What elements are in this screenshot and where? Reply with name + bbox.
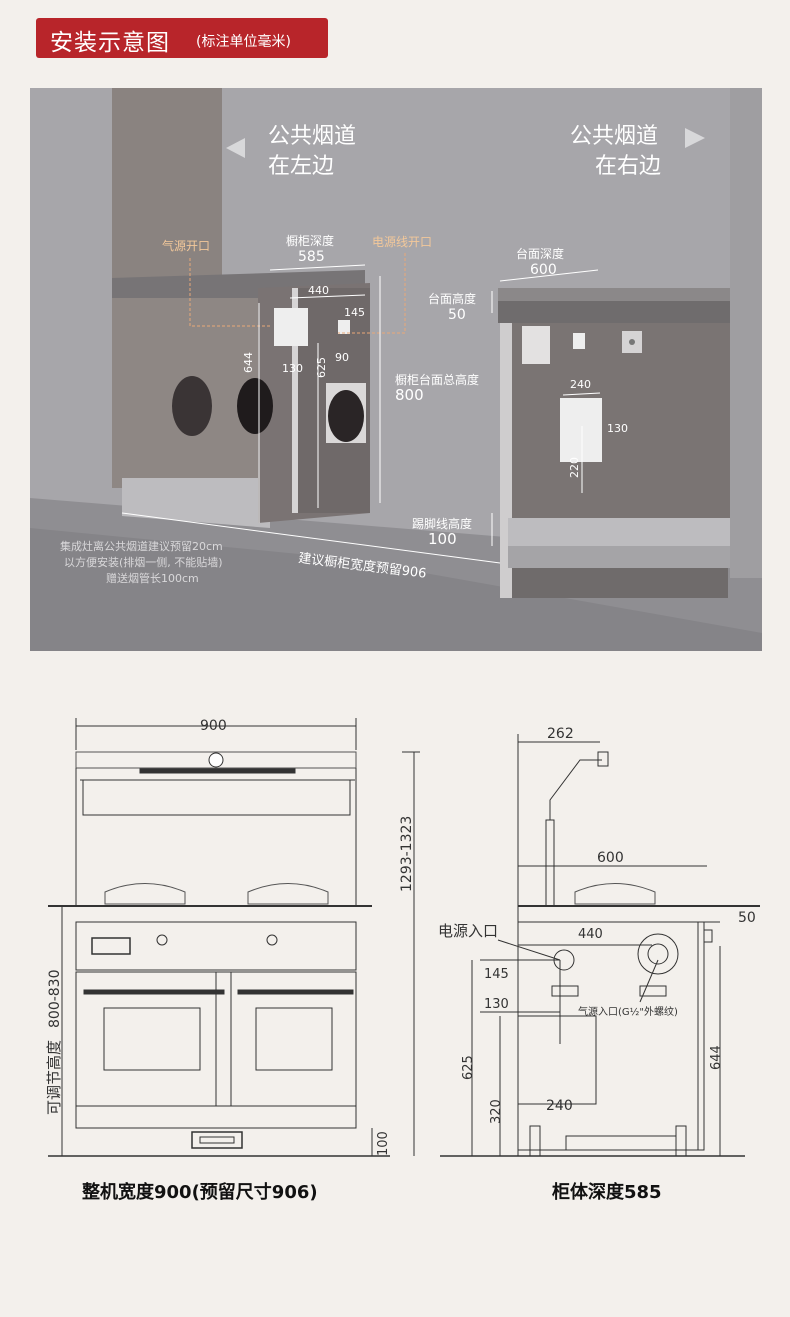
counter-height-value: 50 [448,307,466,323]
installation-scene: 公共烟道 在左边 公共烟道 在右边 气源开口 橱柜深度 585 电源线开口 44… [30,88,762,651]
front-total-height-dim: 1293-1323 [399,816,415,892]
side-dim-320: 320 [489,1099,504,1124]
gas-opening-label: 气源开口 [162,238,210,253]
note-line1: 集成灶离公共烟道建议预留20cm [60,539,223,553]
page-subtitle: (标注单位毫米) [196,34,291,50]
right-arrow-icon [685,128,705,148]
right-flue-line1: 公共烟道 [570,124,658,149]
front-caption: 整机宽度900(预留尺寸906) [81,1181,318,1203]
power-opening-label: 电源线开口 [372,235,432,249]
kick-height-value: 100 [428,530,457,548]
right-dim-240: 240 [570,378,591,391]
left-arrow-icon [226,138,245,158]
gas-inlet-label: 气源入口(G½"外螺纹) [578,1005,678,1018]
right-flue-line2: 在右边 [595,154,661,179]
note-line2: 以方便安装(排烟一侧, 不能贴墙) [64,555,223,569]
front-view: 900 1293-1323 [45,718,420,1203]
left-flue-line2: 在左边 [268,154,334,179]
side-dim-240: 240 [546,1098,573,1114]
side-dim-440: 440 [578,927,603,942]
dim-625: 625 [315,357,328,378]
kick-height-label: 踢脚线高度 [412,516,472,531]
counter-depth-label: 台面深度 [516,246,564,261]
title-badge: 安装示意图 (标注单位毫米) [36,18,328,58]
total-height-label: 橱柜台面总高度 [395,372,479,387]
side-dim-625: 625 [461,1055,476,1080]
side-dim-644: 644 [709,1045,724,1070]
counter-height-label: 台面高度 [428,291,476,306]
power-inlet-label: 电源入口 [438,922,498,940]
right-dim-130: 130 [607,422,628,435]
dim-130: 130 [282,362,303,375]
right-dim-220: 220 [568,457,581,478]
side-dim-130: 130 [484,997,509,1012]
note-line3: 赠送烟管长100cm [106,571,199,585]
front-width-dim: 900 [200,718,227,734]
dim-145: 145 [344,306,365,319]
cabinet-depth-value: 585 [298,249,325,265]
counter-depth-value: 600 [530,262,557,278]
dim-644: 644 [242,352,255,373]
side-counter-dim: 600 [597,850,624,866]
side-caption: 柜体深度585 [552,1181,662,1203]
cabinet-depth-label: 橱柜深度 [286,233,334,248]
front-kick-dim: 100 [376,1131,391,1156]
page-title: 安装示意图 [50,30,170,56]
technical-drawings: 900 1293-1323 [0,660,790,1313]
left-flue-line1: 公共烟道 [268,124,356,149]
total-height-value: 800 [395,386,424,404]
dim-440: 440 [308,284,329,297]
side-top-dim: 262 [547,726,574,742]
dim-90: 90 [335,351,349,364]
front-adjustable-label: 可调节高度 [45,1040,63,1115]
side-dim-145: 145 [484,967,509,982]
front-adjustable-value: 800-830 [47,970,63,1029]
side-counter-thickness: 50 [738,910,756,926]
side-view: 262 600 50 电源入口 440 145 13 [438,726,760,1203]
